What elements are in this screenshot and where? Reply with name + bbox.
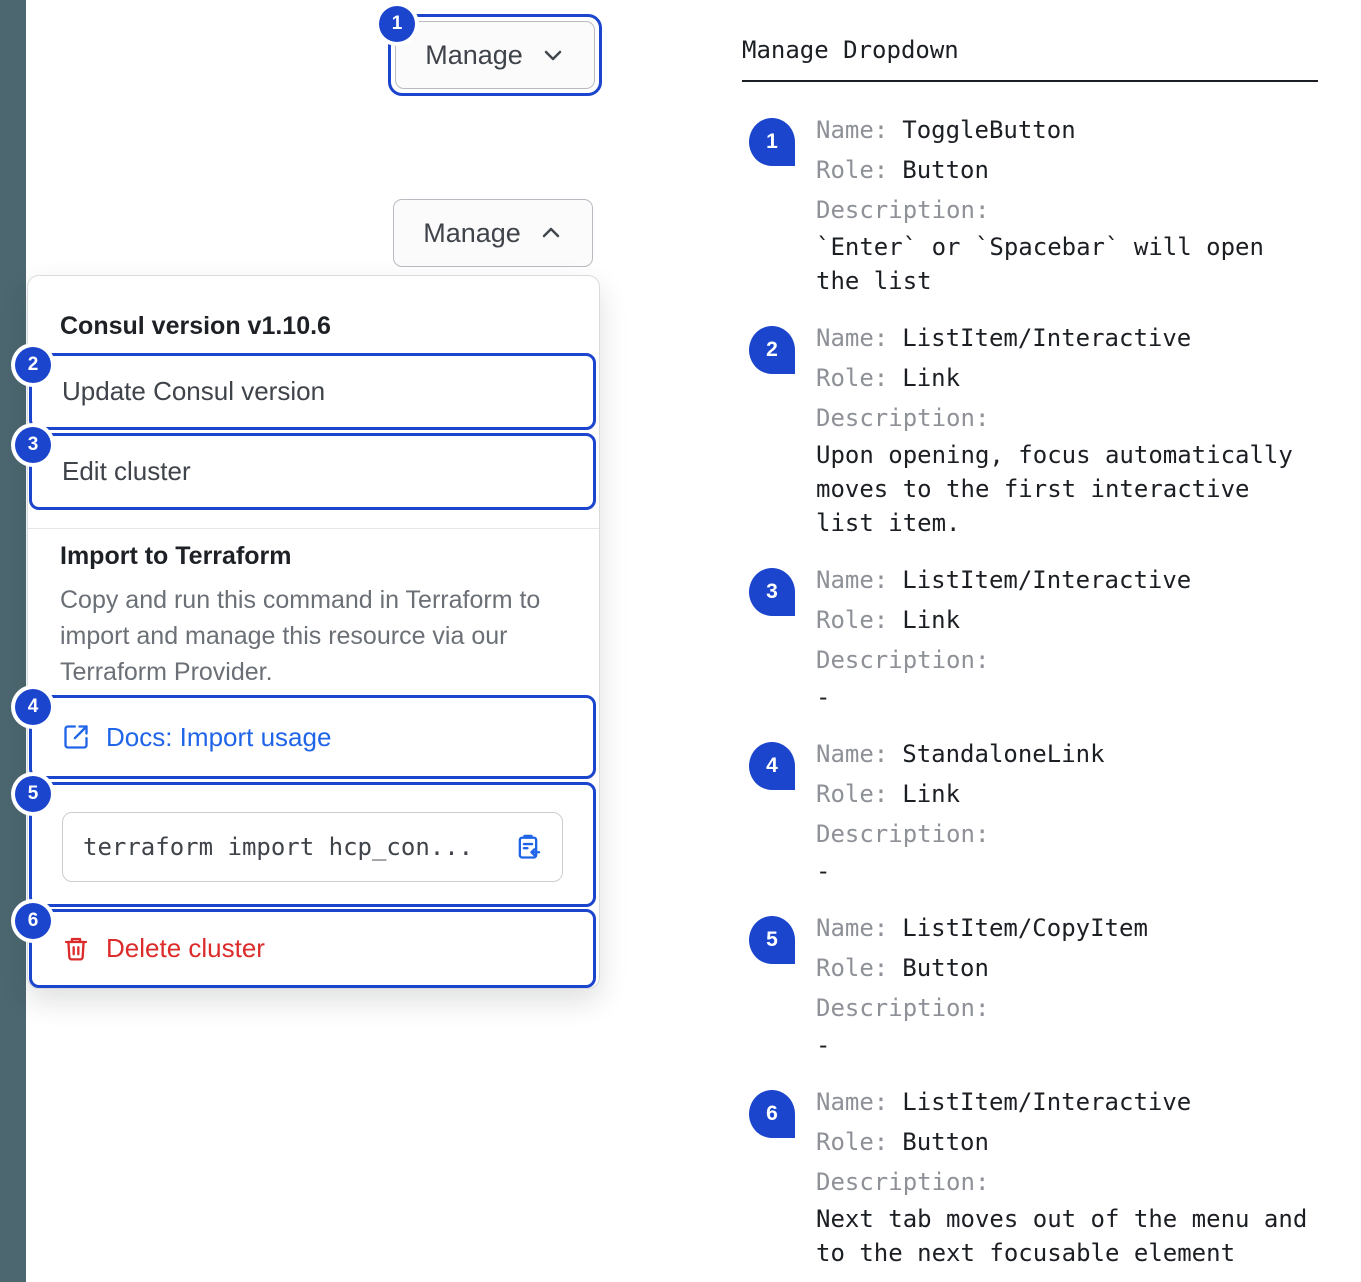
annotation-badge-4: 4 — [15, 689, 51, 725]
role-label: Role: — [816, 606, 889, 634]
import-section-description: Copy and run this command in Terraform t… — [60, 586, 541, 686]
legend-item-1: 1 Name: ToggleButton Role: Button Descript… — [742, 110, 1320, 298]
annotation-badge-6: 6 — [15, 903, 51, 939]
role-label: Role: — [816, 364, 889, 392]
description-label: Description: — [816, 404, 990, 432]
terraform-command-field[interactable]: terraform import hcp_con... — [62, 812, 563, 882]
annotation-badge-1: 1 — [379, 6, 415, 42]
trash-icon — [64, 937, 88, 961]
menu-item-update-consul-version[interactable]: 2 Update Consul version — [15, 347, 596, 430]
annotation-badge-3: 3 — [15, 427, 51, 463]
chevron-down-icon — [544, 50, 562, 61]
manage-button-label: Manage — [425, 39, 523, 70]
legend-item-6: 6 Name:ListItem/Interactive Role:Button … — [742, 1082, 1320, 1270]
manage-toggle-collapsed-wrap: 1 Manage — [379, 6, 602, 96]
name-value: ListItem/CopyItem — [902, 914, 1148, 942]
menu-item-docs-import-usage[interactable]: 4 Docs: Import usage — [15, 689, 596, 779]
legend-badge-5: 5 — [749, 916, 795, 964]
legend-divider — [742, 80, 1318, 82]
role-value: Button — [902, 954, 989, 982]
legend-item-3: 3 Name: ListItem/Interactive Role: Link De… — [742, 560, 1320, 714]
legend-title: Manage Dropdown — [742, 36, 959, 64]
description-value: Next tab moves out of the menu and to th… — [816, 1205, 1308, 1267]
menu-item-label: Update Consul version — [62, 376, 326, 406]
description-value: - — [816, 1031, 831, 1059]
copy-command-button[interactable] — [514, 833, 542, 861]
annotation-badge-5: 5 — [15, 776, 51, 812]
left-rail — [0, 0, 26, 1282]
name-label: Name: — [816, 1088, 889, 1116]
import-section-title: Import to Terraform — [60, 542, 292, 570]
consul-version-label: Consul version v1.10.6 — [60, 312, 331, 340]
name-label: Name: — [816, 566, 889, 594]
legend-badge-4: 4 — [749, 742, 795, 790]
menu-item-label: Edit cluster — [62, 456, 191, 486]
description-label: Description: — [816, 646, 990, 674]
chevron-up-icon — [542, 227, 560, 238]
role-label: Role: — [816, 954, 889, 982]
legend-item-4: 4 Name: StandaloneLink Role: Link Descript… — [742, 734, 1320, 888]
description-value: `Enter` or `Spacebar` will open the list — [816, 233, 1264, 295]
manage-dropdown-menu: Consul version v1.10.6 2 Update Consul v… — [15, 275, 600, 989]
name-label: Name: — [816, 324, 889, 352]
focus-ring: Manage — [388, 14, 602, 96]
external-link-icon — [64, 725, 88, 749]
menu-divider — [28, 528, 599, 529]
description-label: Description: — [816, 196, 990, 224]
menu-item-delete-cluster[interactable]: 6 Delete cluster — [15, 903, 596, 988]
description-label: Description: — [816, 820, 990, 848]
docs-link-label: Docs: Import usage — [106, 721, 332, 752]
name-label: Name: — [816, 116, 889, 144]
manage-button-label: Manage — [423, 217, 521, 248]
menu-item-copy-command[interactable]: 5 terraform import hcp_con... — [15, 776, 596, 907]
name-label: Name: — [816, 914, 889, 942]
clipboard-copy-icon — [518, 834, 541, 859]
legend-item-5: 5 Name: ListItem/CopyItem Role: Button Des… — [742, 908, 1320, 1062]
role-value: Link — [902, 780, 961, 808]
description-label: Description: — [816, 994, 990, 1022]
legend-badge-3: 3 — [749, 568, 795, 616]
terraform-command-text: terraform import hcp_con... — [83, 833, 474, 861]
legend-badge-2: 2 — [749, 326, 795, 374]
legend-badge-6: 6 — [749, 1090, 795, 1138]
legend-badge-1: 1 — [749, 118, 795, 166]
name-value: ListItem/Interactive — [902, 566, 1192, 594]
name-value: ListItem/Interactive — [902, 324, 1192, 352]
menu-item-edit-cluster[interactable]: 3 Edit cluster — [15, 427, 596, 510]
role-value: Link — [902, 364, 961, 392]
role-value: Link — [902, 606, 961, 634]
manage-toggle-button[interactable]: Manage — [395, 21, 595, 89]
name-label: Name: — [816, 740, 889, 768]
legend-panel: Manage Dropdown 1 Name: ToggleButton Role… — [742, 36, 1320, 1282]
manage-toggle-button-expanded[interactable]: Manage — [393, 199, 593, 267]
description-value: - — [816, 857, 831, 885]
role-value: Button — [902, 156, 989, 184]
role-label: Role: — [816, 156, 889, 184]
role-value: Button — [902, 1128, 989, 1156]
role-label: Role: — [816, 1128, 889, 1156]
legend-item-2: 2 Name: ListItem/Interactive Role: Link De… — [742, 318, 1320, 540]
annotation-badge-2: 2 — [15, 347, 51, 383]
delete-cluster-label: Delete cluster — [106, 933, 265, 963]
description-value: Upon opening, focus automatically moves … — [816, 441, 1293, 537]
description-label: Description: — [816, 1168, 990, 1196]
name-value: StandaloneLink — [902, 740, 1105, 768]
role-label: Role: — [816, 780, 889, 808]
name-value: ToggleButton — [902, 116, 1076, 144]
name-value: ListItem/Interactive — [902, 1088, 1192, 1116]
description-value: - — [816, 683, 831, 711]
